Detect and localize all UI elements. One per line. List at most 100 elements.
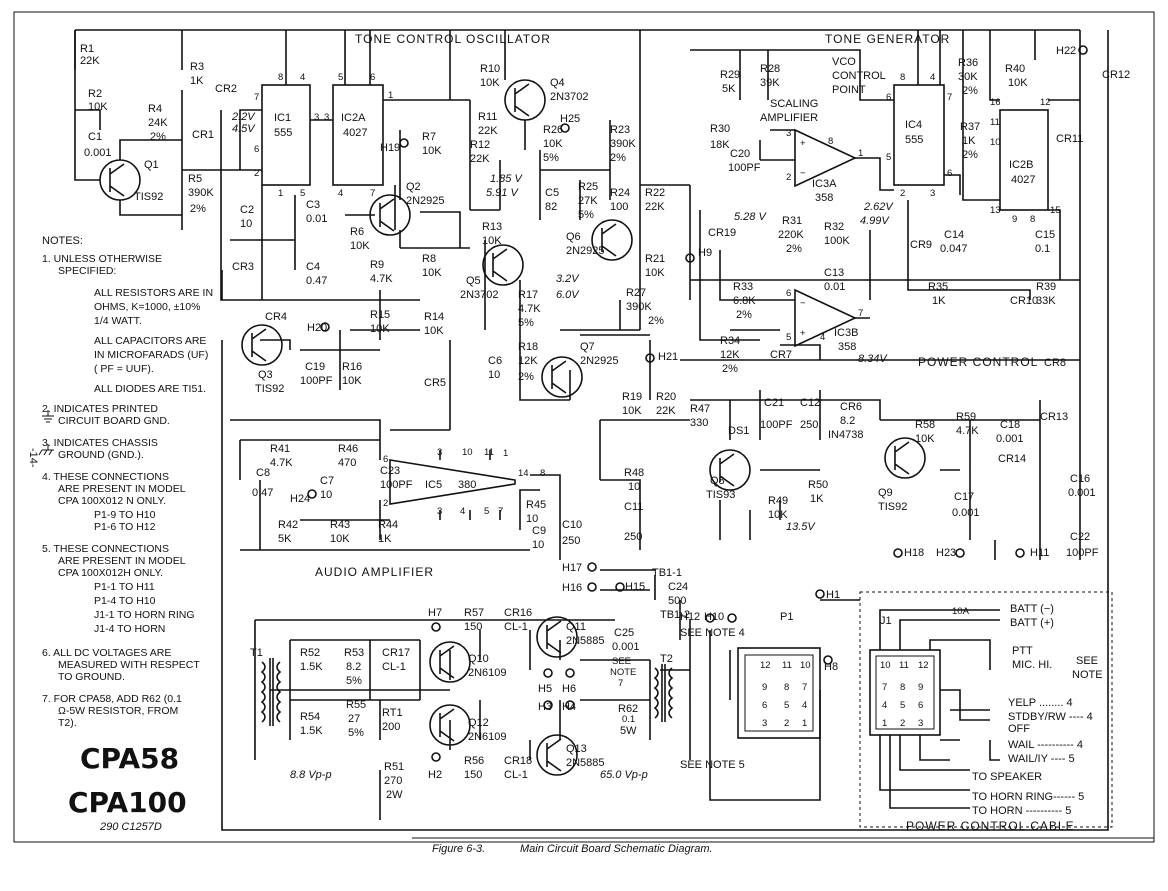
svg-text:4.7K: 4.7K — [518, 303, 541, 315]
svg-text:10: 10 — [526, 513, 538, 525]
svg-text:P1-6 TO H12: P1-6 TO H12 — [94, 521, 156, 533]
svg-text:C16: C16 — [1070, 473, 1090, 485]
svg-text:C13: C13 — [824, 267, 844, 279]
svg-text:358: 358 — [838, 341, 856, 353]
svg-text:270: 270 — [384, 775, 402, 787]
svg-text:R24: R24 — [610, 187, 630, 199]
svg-text:P1-9 TO H10: P1-9 TO H10 — [94, 509, 156, 521]
svg-text:0.047: 0.047 — [940, 243, 968, 255]
svg-text:+: + — [800, 138, 806, 149]
svg-text:2%: 2% — [786, 243, 802, 255]
svg-text:1: 1 — [858, 148, 863, 159]
svg-text:C10: C10 — [562, 519, 582, 531]
svg-text:R4: R4 — [148, 103, 162, 115]
svg-text:R19: R19 — [622, 391, 642, 403]
svg-text:1K: 1K — [378, 533, 392, 545]
svg-text:0.47: 0.47 — [306, 275, 327, 287]
ground-symbols — [38, 410, 54, 456]
svg-text:2%: 2% — [190, 203, 206, 215]
svg-text:CPA 100X012 N ONLY.: CPA 100X012 N ONLY. — [58, 495, 166, 507]
svg-text:5%: 5% — [578, 209, 594, 221]
svg-text:ARE PRESENT IN MODEL: ARE PRESENT IN MODEL — [58, 483, 186, 495]
model-cpa58: CPA58 — [80, 742, 179, 775]
wiring-left — [74, 30, 691, 401]
svg-text:8: 8 — [828, 136, 833, 147]
svg-text:100PF: 100PF — [760, 419, 793, 431]
svg-text:R36: R36 — [958, 57, 978, 69]
svg-text:6: 6 — [886, 92, 891, 103]
svg-text:CR11: CR11 — [1056, 133, 1083, 145]
svg-text:YELP ........ 4: YELP ........ 4 — [1008, 697, 1073, 709]
svg-text:1.85 V: 1.85 V — [490, 173, 523, 185]
svg-text:0.1: 0.1 — [622, 714, 635, 725]
svg-text:4: 4 — [930, 72, 935, 83]
svg-text:CR4: CR4 — [265, 311, 287, 323]
svg-text:Q2: Q2 — [406, 181, 421, 193]
svg-text:IC4: IC4 — [905, 119, 922, 131]
svg-text:IC2A: IC2A — [341, 112, 366, 124]
svg-text:1: 1 — [882, 718, 887, 729]
labels-power-cable: J1 10A BATT (−) BATT (+) PTT MIC. HI. SE… — [880, 603, 1103, 833]
svg-text:PTT: PTT — [1012, 645, 1033, 657]
svg-text:C18: C18 — [1000, 419, 1020, 431]
svg-text:10: 10 — [990, 137, 1001, 148]
transistor-q6 — [591, 219, 633, 261]
transistor-q1 — [99, 159, 141, 201]
svg-text:C11: C11 — [624, 501, 643, 513]
svg-text:4027: 4027 — [1011, 174, 1035, 186]
svg-text:C9: C9 — [532, 525, 546, 537]
svg-text:RT1: RT1 — [382, 707, 403, 719]
transistor-q10 — [429, 641, 471, 683]
svg-text:C8: C8 — [256, 467, 270, 479]
svg-text:R2: R2 — [88, 88, 102, 100]
svg-text:C6: C6 — [488, 355, 502, 367]
svg-text:MEASURED WITH RESPECT: MEASURED WITH RESPECT — [58, 659, 200, 671]
svg-text:R53: R53 — [344, 647, 364, 659]
svg-text:4.7K: 4.7K — [956, 425, 979, 437]
svg-text:R6: R6 — [350, 226, 364, 238]
svg-text:4: 4 — [820, 332, 825, 343]
svg-text:IN4738: IN4738 — [828, 429, 863, 441]
svg-text:CR18: CR18 — [504, 755, 532, 767]
svg-text:10K: 10K — [645, 267, 665, 279]
svg-text:H24: H24 — [290, 493, 310, 505]
svg-text:CPA 100X012H ONLY.: CPA 100X012H ONLY. — [58, 567, 163, 579]
svg-text:−: − — [800, 298, 806, 309]
svg-text:SEE NOTE 5: SEE NOTE 5 — [680, 759, 745, 771]
svg-text:7: 7 — [802, 682, 807, 693]
svg-text:1.5K: 1.5K — [300, 661, 323, 673]
svg-text:1. UNLESS OTHERWISE: 1. UNLESS OTHERWISE — [42, 253, 162, 265]
svg-text:1K: 1K — [932, 295, 946, 307]
svg-text:Q7: Q7 — [580, 341, 595, 353]
svg-text:4: 4 — [338, 188, 343, 199]
transistor-q3 — [241, 324, 283, 366]
svg-text:C25: C25 — [614, 627, 634, 639]
svg-text:C23: C23 — [380, 465, 400, 477]
svg-text:CL-1: CL-1 — [504, 621, 528, 633]
svg-text:R8: R8 — [422, 253, 436, 265]
svg-text:CR1: CR1 — [192, 129, 214, 141]
svg-text:16: 16 — [990, 97, 1001, 108]
svg-text:H5: H5 — [538, 683, 552, 695]
svg-text:5: 5 — [484, 506, 489, 517]
svg-text:ALL CAPACITORS ARE: ALL CAPACITORS ARE — [94, 335, 206, 347]
svg-text:Q13: Q13 — [566, 743, 587, 755]
svg-text:R51: R51 — [384, 761, 404, 773]
svg-text:14: 14 — [518, 468, 529, 479]
svg-text:TIS93: TIS93 — [706, 489, 735, 501]
wiring-audio — [230, 340, 690, 560]
transistor-q13 — [536, 734, 578, 776]
svg-text:4: 4 — [300, 72, 305, 83]
svg-text:33K: 33K — [1036, 295, 1056, 307]
svg-text:12: 12 — [760, 660, 771, 671]
transistor-q5 — [482, 244, 524, 286]
svg-text:NOTE: NOTE — [610, 667, 636, 678]
svg-text:555: 555 — [274, 127, 292, 139]
svg-text:R46: R46 — [338, 443, 358, 455]
svg-text:H20: H20 — [307, 322, 327, 334]
svg-text:IC1: IC1 — [274, 112, 291, 124]
svg-text:R1: R1 — [80, 43, 94, 55]
